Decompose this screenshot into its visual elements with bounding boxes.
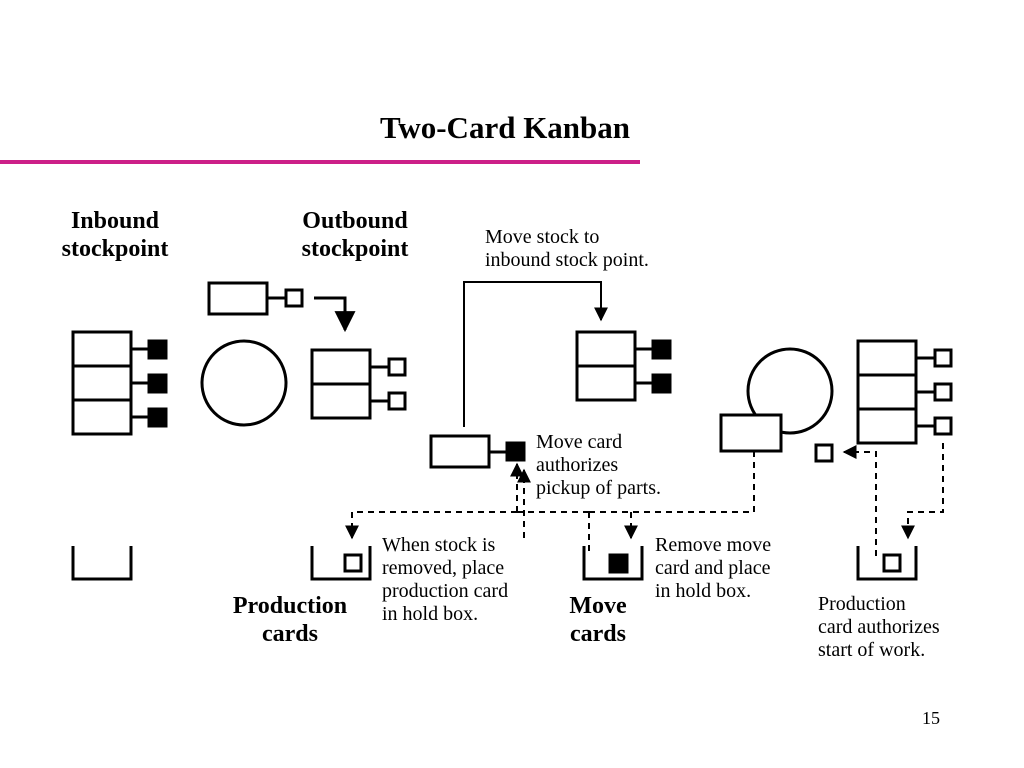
- container: [71, 330, 133, 368]
- slide-title: Two-Card Kanban: [379, 110, 631, 145]
- note-remove-move-card: Remove move card and place in hold box.: [655, 534, 772, 602]
- outbound-stockpoint-label: Outbound stockpoint: [301, 208, 409, 262]
- move-card: [505, 441, 526, 462]
- inbound-stockpoint-label: Inbound stockpoint: [61, 208, 169, 262]
- container: [71, 364, 133, 402]
- production-cards-label: Production cards: [232, 593, 348, 647]
- card-flow-lines: [345, 443, 944, 556]
- container: [856, 339, 918, 377]
- inbound-stockpoint-2: [575, 330, 672, 402]
- production-card: [814, 443, 834, 463]
- move-card: [147, 373, 168, 394]
- move-stock-arrow: [463, 281, 608, 427]
- container-in-process: [719, 413, 783, 453]
- production-card: [933, 416, 953, 436]
- production-card: [387, 391, 407, 411]
- note-production-card-authorizes: Production card authorizes start of work…: [818, 593, 940, 661]
- container: [310, 348, 372, 386]
- hold-box: [582, 546, 644, 581]
- outbound-stockpoint-2: [856, 339, 953, 445]
- move-card: [147, 339, 168, 360]
- new-container-production: [207, 281, 356, 333]
- note-move-card-authorizes: Move card authorizes pickup of parts.: [536, 431, 661, 499]
- production-card: [882, 553, 902, 573]
- note-when-stock-removed: When stock is removed, place production …: [382, 534, 509, 625]
- hold-box: [310, 546, 372, 581]
- production-card: [284, 288, 304, 308]
- container: [856, 373, 918, 411]
- container: [310, 382, 372, 420]
- move-card: [147, 407, 168, 428]
- move-card: [608, 553, 629, 574]
- inbound-stockpoint: [71, 330, 168, 436]
- hold-box: [856, 546, 918, 581]
- work-center-circle: [200, 339, 288, 427]
- container: [575, 330, 637, 368]
- move-card: [651, 373, 672, 394]
- container: [71, 398, 133, 436]
- container: [575, 364, 637, 402]
- production-card: [933, 382, 953, 402]
- production-card: [343, 553, 363, 573]
- production-card: [387, 357, 407, 377]
- page-number: 15: [922, 708, 940, 728]
- title-underline: [0, 160, 640, 164]
- move-card: [651, 339, 672, 360]
- hold-boxes: [71, 546, 918, 581]
- production-card: [933, 348, 953, 368]
- container: [856, 407, 918, 445]
- outbound-stockpoint: [310, 348, 407, 420]
- hold-box: [71, 546, 133, 581]
- work-center-circle: [746, 347, 834, 435]
- container-with-move-card: [429, 434, 526, 469]
- note-move-stock: Move stock to inbound stock point.: [485, 226, 649, 271]
- move-cards-label: Move cards: [569, 593, 627, 647]
